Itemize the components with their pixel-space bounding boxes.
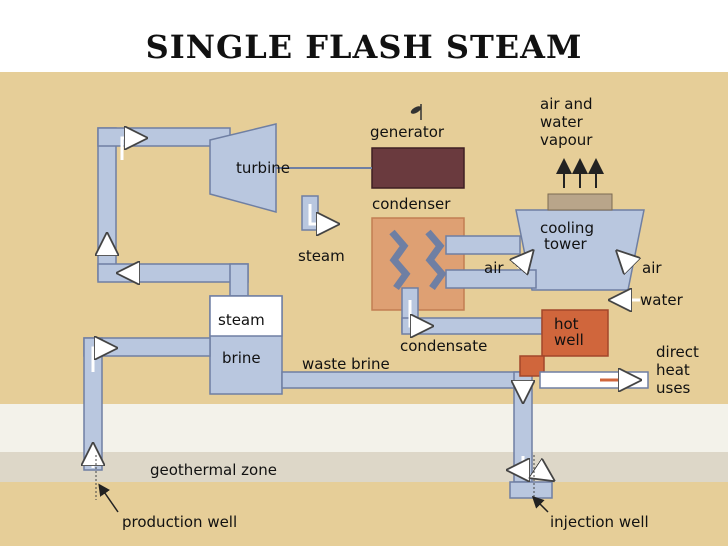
generator-symbol <box>410 104 422 120</box>
air-left-label: air <box>484 259 504 277</box>
hot-well-label-1: hot <box>554 315 579 333</box>
steam-section <box>209 295 283 337</box>
cooling-tower-label-2: tower <box>544 235 587 253</box>
hot-well-label-2: well <box>554 331 584 349</box>
condenser-coil <box>389 229 411 291</box>
geothermal-zone-label: geothermal zone <box>150 461 277 479</box>
turbine-steam-arrow <box>308 204 334 224</box>
geothermal-layer-base <box>0 482 728 546</box>
hot-well <box>541 309 609 357</box>
air-right-label: air <box>642 259 662 277</box>
hot-well-pipe <box>519 355 545 377</box>
steam-label: steam <box>298 247 345 265</box>
water-label: water <box>640 291 683 309</box>
waste-brine-label: waste brine <box>302 355 390 373</box>
page-title: SINGLE FLASH STEAM <box>145 28 583 66</box>
cooling-tower-label-1: cooling <box>540 219 594 237</box>
cooling-tower-top <box>547 193 613 211</box>
vapour-arrows <box>556 158 604 188</box>
condenser-coil-2 <box>425 229 447 291</box>
air-vapour-label-1: air and <box>540 95 593 113</box>
direct-heat-label-2: heat <box>656 361 690 379</box>
production-arrows <box>93 348 112 468</box>
condensate-label: condensate <box>400 337 488 355</box>
ground-band <box>0 404 728 452</box>
generator <box>371 147 465 189</box>
steam-tank-label: steam <box>218 311 265 329</box>
generator-label: generator <box>370 123 445 141</box>
turbine-label: turbine <box>236 159 290 177</box>
injection-arrows <box>512 384 550 478</box>
condensate-arrow <box>408 300 428 326</box>
steam-flow-arrows <box>107 138 142 273</box>
injection-well-label: injection well <box>550 513 649 531</box>
turbine <box>209 123 277 213</box>
air-vapour-label-3: vapour <box>540 131 593 149</box>
geothermal-layer <box>0 452 728 482</box>
direct-heat-label-1: direct <box>656 343 699 361</box>
direct-heat-label-3: uses <box>656 379 691 397</box>
air-arrows <box>518 254 640 300</box>
condenser-label: condenser <box>372 195 451 213</box>
production-well-label: production well <box>122 513 238 531</box>
air-vapour-label-2: water <box>540 113 583 131</box>
brine-tank-label: brine <box>222 349 261 367</box>
